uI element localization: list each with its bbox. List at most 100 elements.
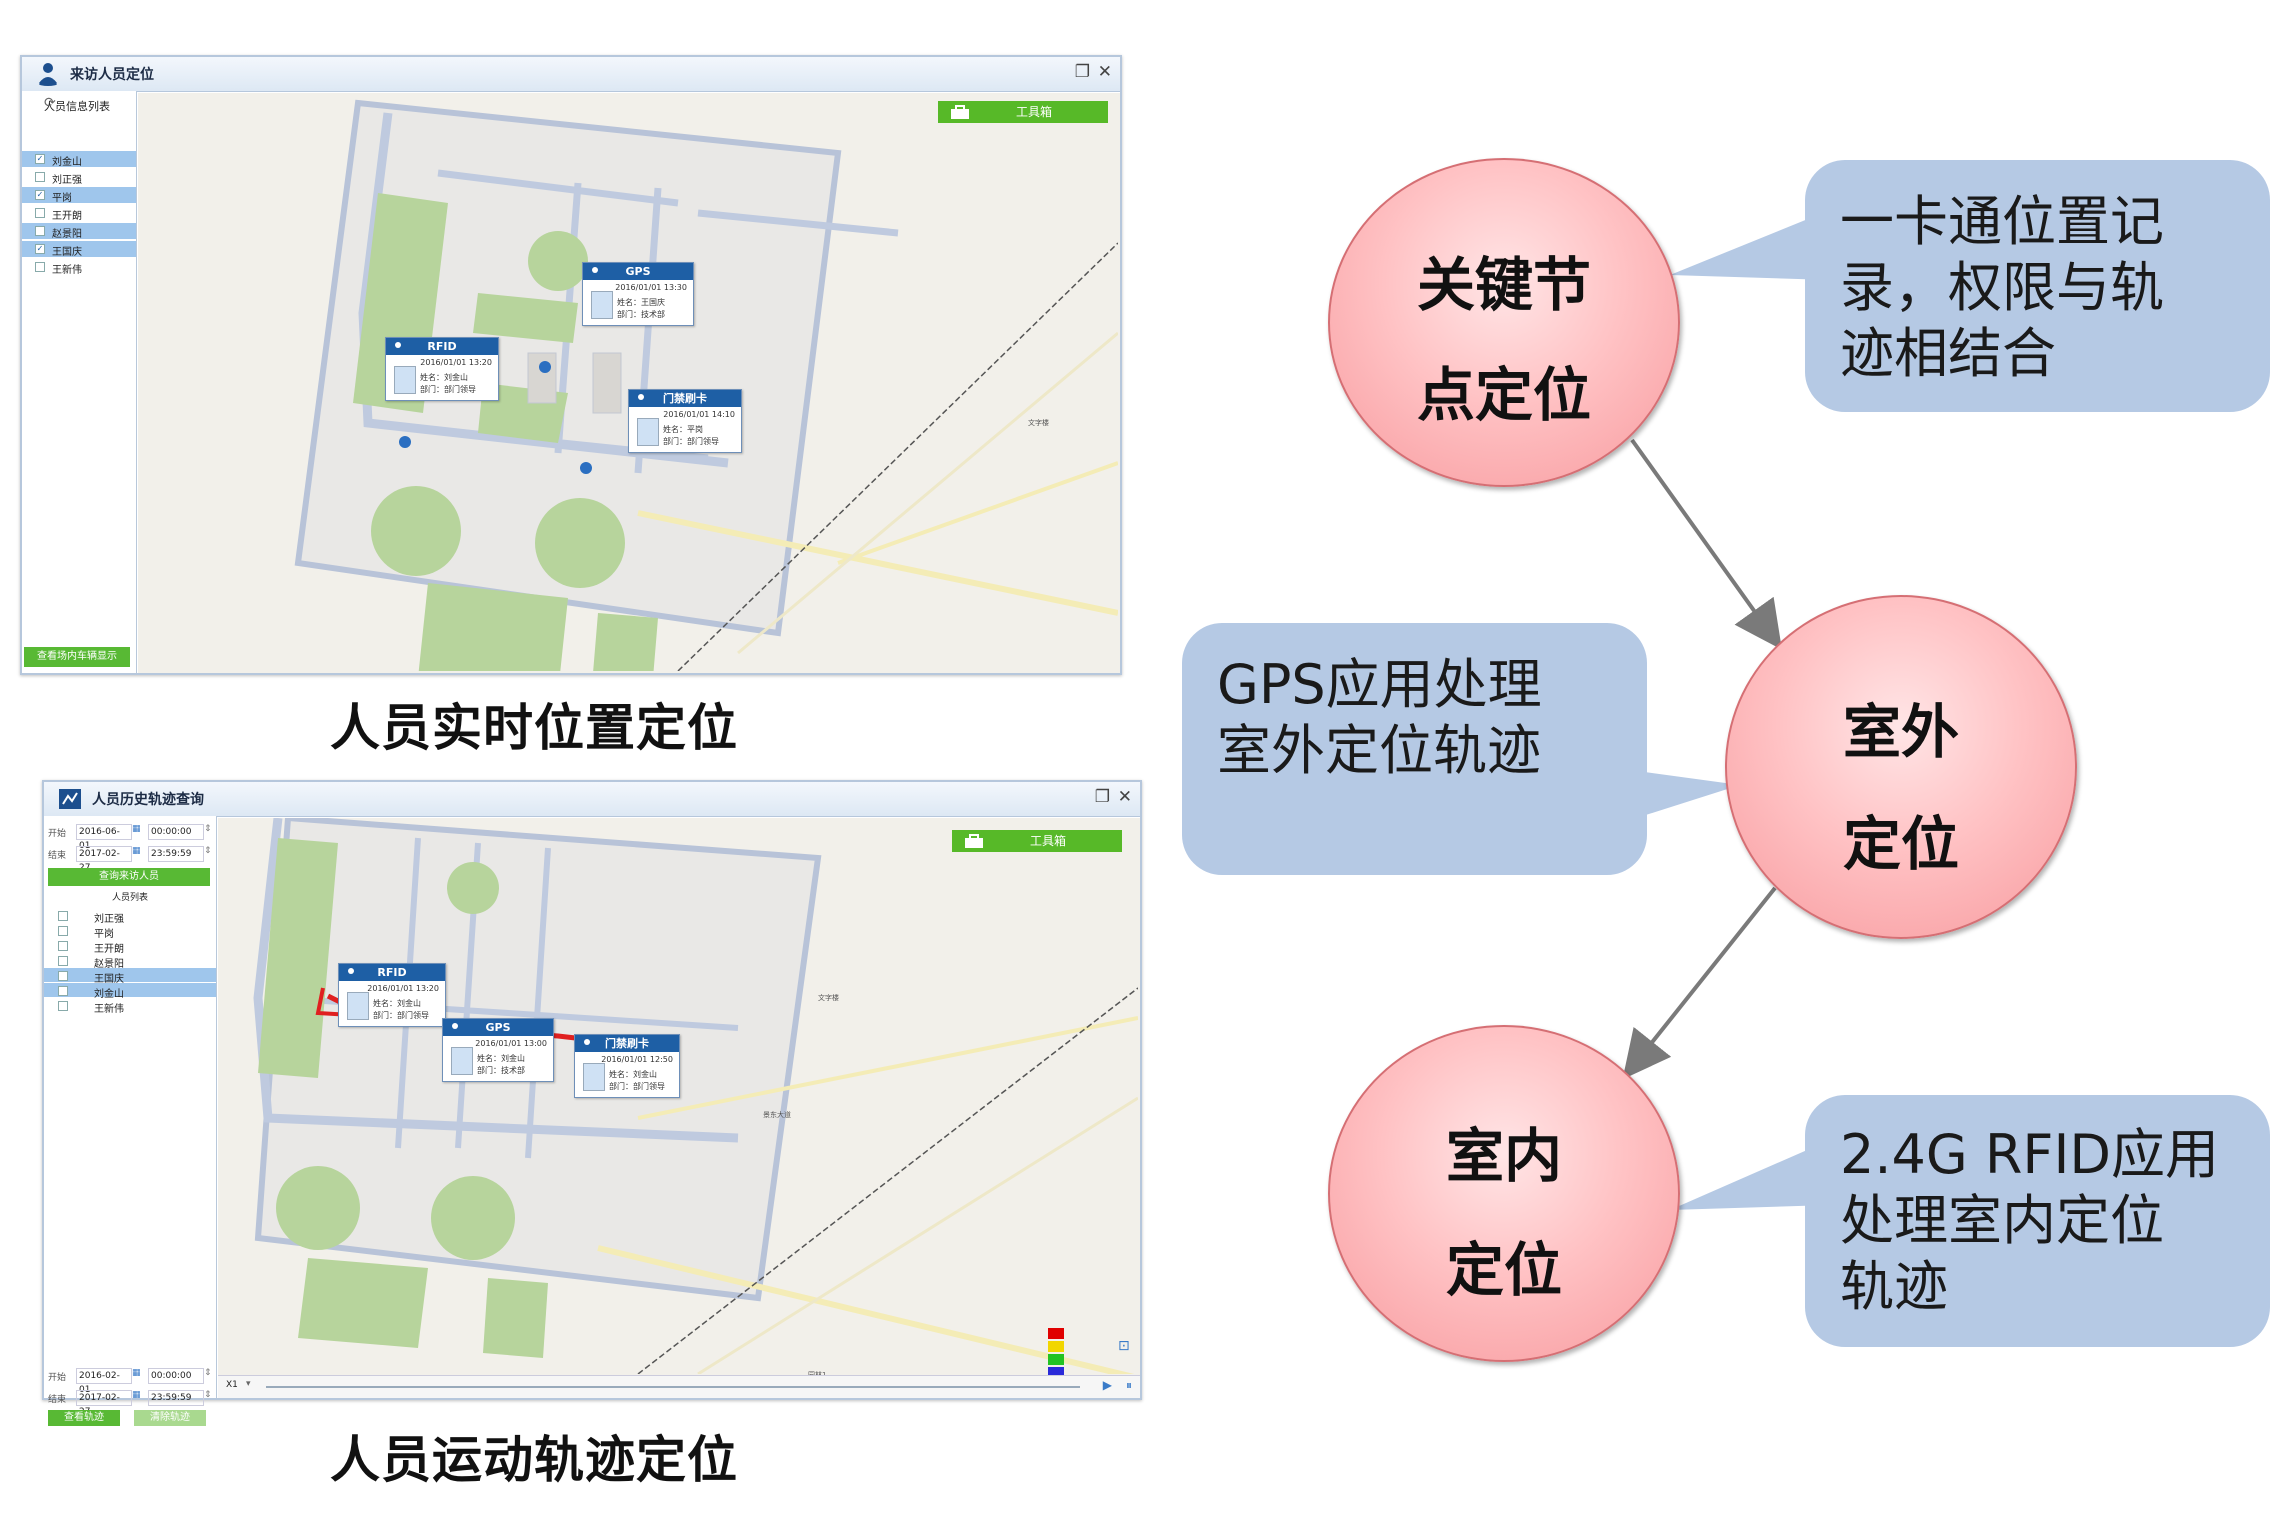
pause-icon[interactable]: ⏸ — [1125, 1378, 1132, 1392]
arrow-node1-node2 — [1630, 438, 1782, 650]
person-list-item[interactable]: 平岗 — [44, 923, 216, 940]
spinner-icon[interactable]: ⇕ — [204, 1390, 212, 1400]
zoom-icon[interactable]: ⊡ — [1118, 1338, 1130, 1354]
person-checkbox[interactable] — [58, 956, 68, 966]
gps-popup[interactable]: GPS 2016/01/01 13:00 姓名：刘金山 部门：技术部 — [442, 1018, 554, 1082]
person-checkbox[interactable] — [58, 911, 68, 921]
person-checkbox[interactable] — [35, 172, 45, 182]
window-titlebar[interactable]: 来访人员定位 ❐ ✕ — [22, 57, 1120, 92]
close-icon[interactable]: ✕ — [1117, 787, 1132, 807]
person-list-item[interactable]: ✓王国庆 — [22, 241, 136, 258]
person-checkbox[interactable] — [35, 226, 45, 236]
avatar — [347, 992, 369, 1020]
popup-time: 2016/01/01 12:50 — [601, 1055, 673, 1064]
refresh-icon[interactable]: ⟳ — [44, 95, 56, 111]
calendar-icon[interactable]: ▦ — [132, 824, 141, 834]
person-name: 王国庆 — [94, 974, 124, 985]
end-label: 结束 — [48, 1395, 67, 1405]
popup-dept: 部门：技术部 — [617, 310, 665, 319]
access-card-popup[interactable]: 门禁刷卡 2016/01/01 14:10 姓名：平岗 部门：部门领导 — [628, 389, 742, 453]
person-checkbox[interactable]: ✓ — [35, 154, 45, 164]
person-checkbox[interactable] — [58, 971, 68, 981]
person-list-item[interactable]: 王开朗 — [44, 938, 216, 955]
person-checkbox[interactable]: ✓ — [35, 244, 45, 254]
person-name: 赵景阳 — [94, 959, 124, 970]
close-icon[interactable]: ✕ — [1097, 62, 1112, 82]
toolbox-button[interactable]: 工具箱 — [938, 101, 1108, 123]
outdoor-location: 室外 定位 — [1725, 595, 2077, 939]
callout-text: GPS应用处理 — [1217, 653, 1542, 716]
end-time-field[interactable]: 23:59:59 — [148, 846, 204, 862]
callout-text: 录，权限与轨 — [1840, 256, 2164, 319]
arrow-node2-node3 — [1622, 886, 1777, 1080]
location-icon — [638, 394, 644, 400]
indoor-location: 室内 定位 — [1328, 1025, 1680, 1362]
person-checkbox[interactable] — [58, 1001, 68, 1011]
person-list-item[interactable]: 刘正强 — [22, 169, 136, 186]
popup-dept: 部门：部门领导 — [420, 385, 476, 394]
map-view[interactable]: 文字楼 景东大道 园林1 工具箱 RFID 2016/01/01 13:20 姓… — [218, 818, 1140, 1376]
callout-text: 一卡通位置记 — [1840, 190, 2164, 253]
person-list-item[interactable]: 王国庆 — [44, 968, 216, 985]
play-icon[interactable]: ▶ — [1102, 1378, 1112, 1392]
map-label: 园林1 — [808, 1371, 827, 1376]
person-name: 王开朗 — [94, 944, 124, 955]
node-label: 点定位 — [1416, 361, 1591, 429]
person-name: 赵景阳 — [52, 229, 82, 240]
calendar-icon[interactable]: ▦ — [132, 1368, 141, 1378]
person-list-item[interactable]: 赵景阳 — [22, 223, 136, 240]
callout-gps: GPS应用处理 室外定位轨迹 — [1182, 623, 1647, 875]
person-list-item[interactable]: ✓刘金山 — [22, 151, 136, 168]
restore-icon[interactable]: ❐ — [1074, 62, 1090, 82]
rfid-popup[interactable]: RFID 2016/01/01 13:20 姓名：刘金山 部门：部门领导 — [338, 963, 446, 1027]
key-node-location: 关键节 点定位 — [1328, 158, 1680, 487]
person-checkbox[interactable] — [58, 941, 68, 951]
person-checkbox[interactable] — [58, 986, 68, 996]
end-time-field[interactable]: 23:59:59 — [148, 1390, 204, 1406]
person-list-item[interactable]: 刘正强 — [44, 908, 216, 925]
track-history-icon — [59, 789, 81, 809]
legend-swatch — [1048, 1341, 1064, 1352]
query-visitors-button[interactable]: 查询来访人员 — [48, 868, 210, 886]
window-titlebar[interactable]: 人员历史轨迹查询 ❐ ✕ — [44, 782, 1140, 817]
person-list-item[interactable]: 王开朗 — [22, 205, 136, 222]
playback-slider[interactable] — [266, 1386, 1080, 1388]
restore-icon[interactable]: ❐ — [1094, 787, 1110, 807]
calendar-icon[interactable]: ▦ — [132, 846, 141, 856]
person-list-item[interactable]: 王新伟 — [44, 998, 216, 1015]
map-view[interactable]: 文字楼 工具箱 GPS 2016/01/01 13:30 姓名：王国庆 部门：技… — [138, 93, 1120, 673]
calendar-icon[interactable]: ▦ — [132, 1390, 141, 1400]
start-time-field[interactable]: 00:00:00 — [148, 1368, 204, 1384]
person-checkbox[interactable] — [58, 926, 68, 936]
spinner-icon[interactable]: ⇕ — [204, 846, 212, 856]
rfid-popup[interactable]: RFID 2016/01/01 13:20 姓名：刘金山 部门：部门领导 — [385, 337, 499, 401]
node-label: 室外 — [1842, 698, 1959, 766]
toolbox-button[interactable]: 工具箱 — [952, 830, 1122, 852]
spinner-icon[interactable]: ⇕ — [204, 1368, 212, 1378]
person-list-item[interactable]: 王新伟 — [22, 259, 136, 276]
popup-dept: 部门：技术部 — [477, 1066, 525, 1075]
location-icon — [452, 1023, 458, 1029]
person-name: 王开朗 — [52, 211, 82, 222]
show-vehicles-button[interactable]: 查看场内车辆显示 — [24, 647, 130, 667]
chevron-down-icon[interactable]: ▾ — [246, 1379, 251, 1389]
avatar — [583, 1063, 605, 1091]
spinner-icon[interactable]: ⇕ — [204, 824, 212, 834]
person-list-item[interactable]: ✓平岗 — [22, 187, 136, 204]
person-list-item[interactable]: 刘金山 — [44, 983, 216, 1000]
view-track-button[interactable]: 查看轨迹 — [48, 1410, 120, 1426]
callout1-tail — [1670, 210, 1830, 280]
person-checkbox[interactable] — [35, 262, 45, 272]
speed-select[interactable]: X1 — [226, 1380, 238, 1390]
end-row-2: 结束 2017-02-27 ▦ 23:59:59 ⇕ — [48, 1390, 212, 1417]
popup-name: 姓名：刘金山 — [373, 999, 421, 1008]
start-time-field[interactable]: 00:00:00 — [148, 824, 204, 840]
person-list-item[interactable]: 赵景阳 — [44, 953, 216, 970]
popup-time: 2016/01/01 13:00 — [475, 1039, 547, 1048]
clear-track-button[interactable]: 清除轨迹 — [134, 1410, 206, 1426]
gps-popup[interactable]: GPS 2016/01/01 13:30 姓名：王国庆 部门：技术部 — [582, 262, 694, 326]
person-checkbox[interactable] — [35, 208, 45, 218]
access-card-popup[interactable]: 门禁刷卡 2016/01/01 12:50 姓名：刘金山 部门：部门领导 — [574, 1034, 680, 1098]
person-checkbox[interactable]: ✓ — [35, 190, 45, 200]
